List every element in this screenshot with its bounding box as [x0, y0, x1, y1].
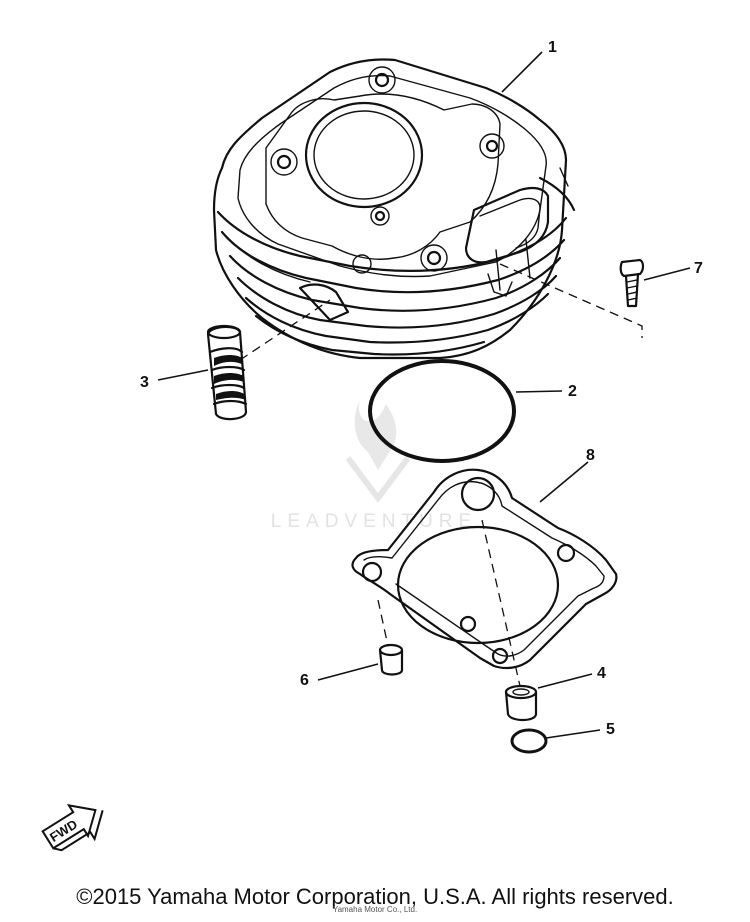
cylinder: [212, 58, 576, 360]
callout-3: 3: [140, 374, 149, 391]
o-ring: [368, 359, 516, 463]
leader-lines: [157, 51, 691, 739]
watermark-text: LEADVENTURE: [271, 511, 477, 532]
callout-7: 7: [694, 260, 703, 277]
callout-2: 2: [568, 383, 577, 400]
callout-1: 1: [548, 39, 557, 56]
copyright-notice: ©2015 Yamaha Motor Corporation, U.S.A. A…: [76, 884, 674, 909]
watermark-logo: [354, 400, 397, 470]
fwd-arrow-icon: FWD: [41, 804, 104, 852]
collar: [504, 684, 538, 722]
base-gasket: [351, 468, 618, 670]
alignment-lines: [239, 263, 643, 687]
bolt: [619, 258, 645, 308]
watermark-chevron: [345, 456, 411, 503]
callout-8: 8: [586, 447, 595, 464]
small-print: Yamaha Motor Co., Ltd.: [332, 905, 418, 914]
callout-6: 6: [300, 672, 309, 689]
callout-labels: 1 2 3 4 5 6 7 8: [140, 39, 703, 738]
callout-5: 5: [606, 721, 615, 738]
small-o-ring: [510, 728, 548, 754]
callout-4: 4: [597, 665, 606, 682]
dowel: [378, 643, 404, 676]
leadventure-watermark: LEADVENTURE: [271, 400, 477, 532]
stud-pin: [206, 324, 248, 421]
